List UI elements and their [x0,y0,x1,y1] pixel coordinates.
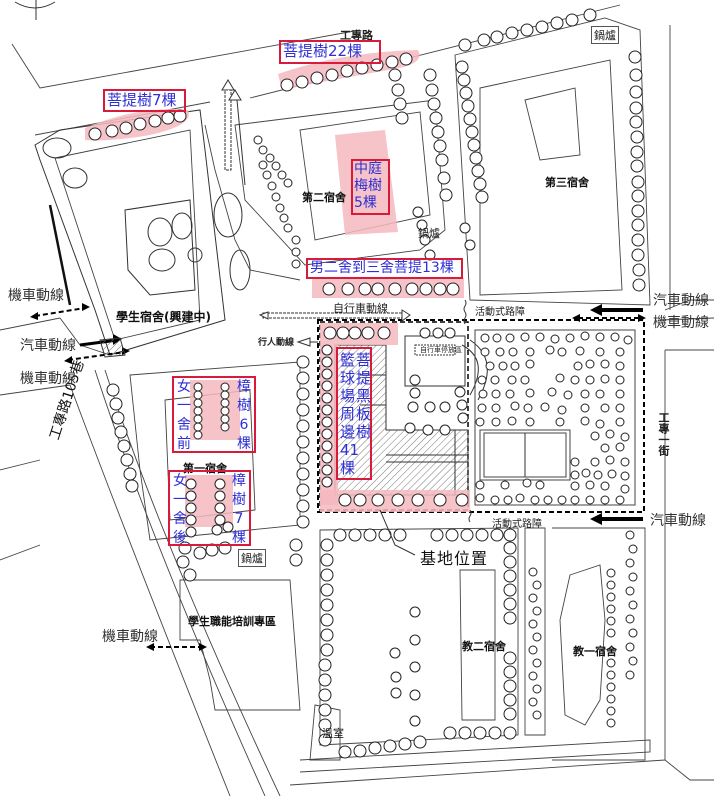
annotation-char: 女 [177,379,191,395]
flow-label-moto-left-2: 機車動線 [20,371,76,387]
annotation-char: 樹 [356,423,372,441]
flow-label-car-right-top: 汽車動線 [653,293,709,309]
annotation-char: 場 [340,387,356,405]
label-training-zone: 學生職能培訓專區 [188,615,276,628]
annotation-char: 舍 [177,417,191,433]
annotation-char: 後 [173,530,187,546]
annotation-char: 黑 [356,387,372,405]
annotation-col-right: 樟 樹 6 棵 [237,378,251,454]
tree-symbols [88,8,646,759]
annotation-line: 梅樹 [354,177,382,194]
annotation-camphor-front-6: 女 一 舍 前 樟 樹 6 棵 [172,376,256,453]
annotation-char: 菩 [356,351,372,369]
annotation-col-left: 女 一 舍 後 [173,472,187,548]
north-arrow-icon [14,0,56,20]
annotation-char: 周 [340,405,356,423]
annotation-char: 前 [177,436,191,452]
annotation-char: 棵 [237,436,251,452]
annotation-char: 樹 [237,398,251,414]
annotation-char: 棵 [232,530,246,546]
annotation-char: 邊 [340,423,356,441]
annotation-line: 中庭 [354,161,382,177]
label-faculty-dorm-1: 教一宿舍 [573,645,617,658]
annotation-bodhi-13: 男二舍到三舍菩提13棵 [306,258,463,279]
annotation-col-2: 菩 提 黑 板 樹 [356,351,371,441]
traffic-arrows [30,79,646,651]
flow-label-moto-bottom-left: 機車動線 [102,629,158,645]
annotation-bodhi-22: 菩提樹22棵 [279,40,381,64]
label-student-dorm: 學生宿舍(興建中) [116,310,211,324]
annotation-char: 7 [234,511,244,527]
label-bike-parking: 自行車停放區 [420,346,462,354]
flow-label-moto-right: 機車動線 [653,315,709,331]
annotation-line: 5棵 [354,194,377,211]
label-barrier-top: 活動式路障 [475,307,525,318]
annotation-col-right: 樟 樹 7 棵 [232,472,246,548]
annotation-char: 球 [340,369,356,387]
annotation-char: 女 [173,473,187,489]
annotation-col-left: 女 一 舍 前 [177,378,191,454]
label-greenhouse: 溫室 [322,727,344,740]
annotation-char: 樟 [232,473,246,489]
annotation-char: 41 [340,441,360,459]
label-boiler-1: 鍋爐 [591,26,619,44]
label-dorm-2: 第二宿舍 [302,191,346,204]
annotation-char: 樹 [232,492,246,508]
road-label-right: 工專一街 [657,412,670,456]
flow-label-moto-left-1: 機車動線 [8,288,64,304]
label-boiler-2: 鍋爐 [418,227,440,240]
annotation-char: 提 [356,369,372,387]
annotation-plum-5: 中庭 梅樹 5棵 [351,159,390,215]
annotation-char: 一 [173,492,187,508]
annotation-bodhi-7: 菩提樹7棵 [103,89,186,112]
annotation-char: 一 [177,398,191,414]
label-boiler-3: 鍋爐 [238,549,266,567]
road-label-top: 工專路 [340,29,373,42]
annotation-char: 籃 [340,351,356,369]
flow-label-bike-path: 自行車動線 [333,302,388,315]
annotation-col-1: 籃 球 場 周 邊 41 棵 [340,351,359,477]
annotation-court-41: 籃 球 場 周 邊 41 棵 菩 提 黑 板 樹 [336,347,372,480]
label-dorm-3: 第三宿舍 [545,176,589,189]
label-site-location: 基地位置 [420,549,489,568]
annotation-char: 樟 [237,379,251,395]
flow-label-car-left: 汽車動線 [20,338,76,354]
annotation-char: 6 [239,417,249,433]
annotation-char: 舍 [173,511,187,527]
annotation-char: 棵 [340,459,356,477]
annotation-camphor-back-7: 女 一 舍 後 樟 樹 7 棵 [168,470,251,546]
flow-label-car-right-bottom: 汽車動線 [650,513,706,529]
label-barrier-bottom: 活動式路障 [492,519,542,530]
annotation-char: 板 [356,405,372,423]
label-faculty-dorm-2: 教二宿舍 [462,640,506,653]
flow-label-pedestrian: 行人動線 [258,338,295,348]
